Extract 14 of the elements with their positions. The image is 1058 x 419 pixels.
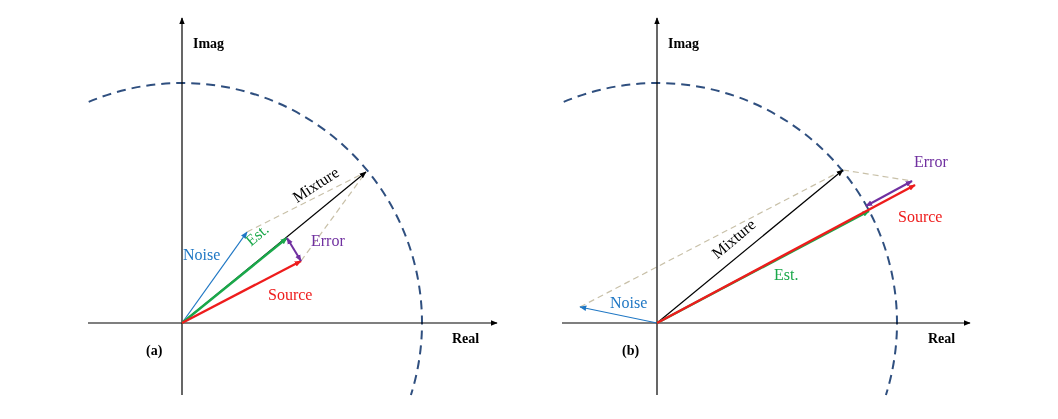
panel-label: (b)	[622, 342, 640, 360]
vector-label: Source	[268, 286, 313, 304]
panel-label: (a)	[146, 342, 163, 360]
axis-label: Real	[452, 330, 480, 348]
vector-label: Est.	[774, 266, 799, 284]
vector-label: Source	[898, 208, 943, 226]
axis-label: Real	[928, 330, 956, 348]
vector-label: Noise	[183, 246, 221, 264]
axis-label: Imag	[668, 35, 700, 53]
vector-label: Est.	[242, 220, 273, 250]
vector-label: Error	[311, 232, 345, 250]
vector-label: Noise	[610, 294, 648, 312]
vector-label: Error	[914, 153, 948, 171]
axis-label: Imag	[193, 35, 225, 53]
